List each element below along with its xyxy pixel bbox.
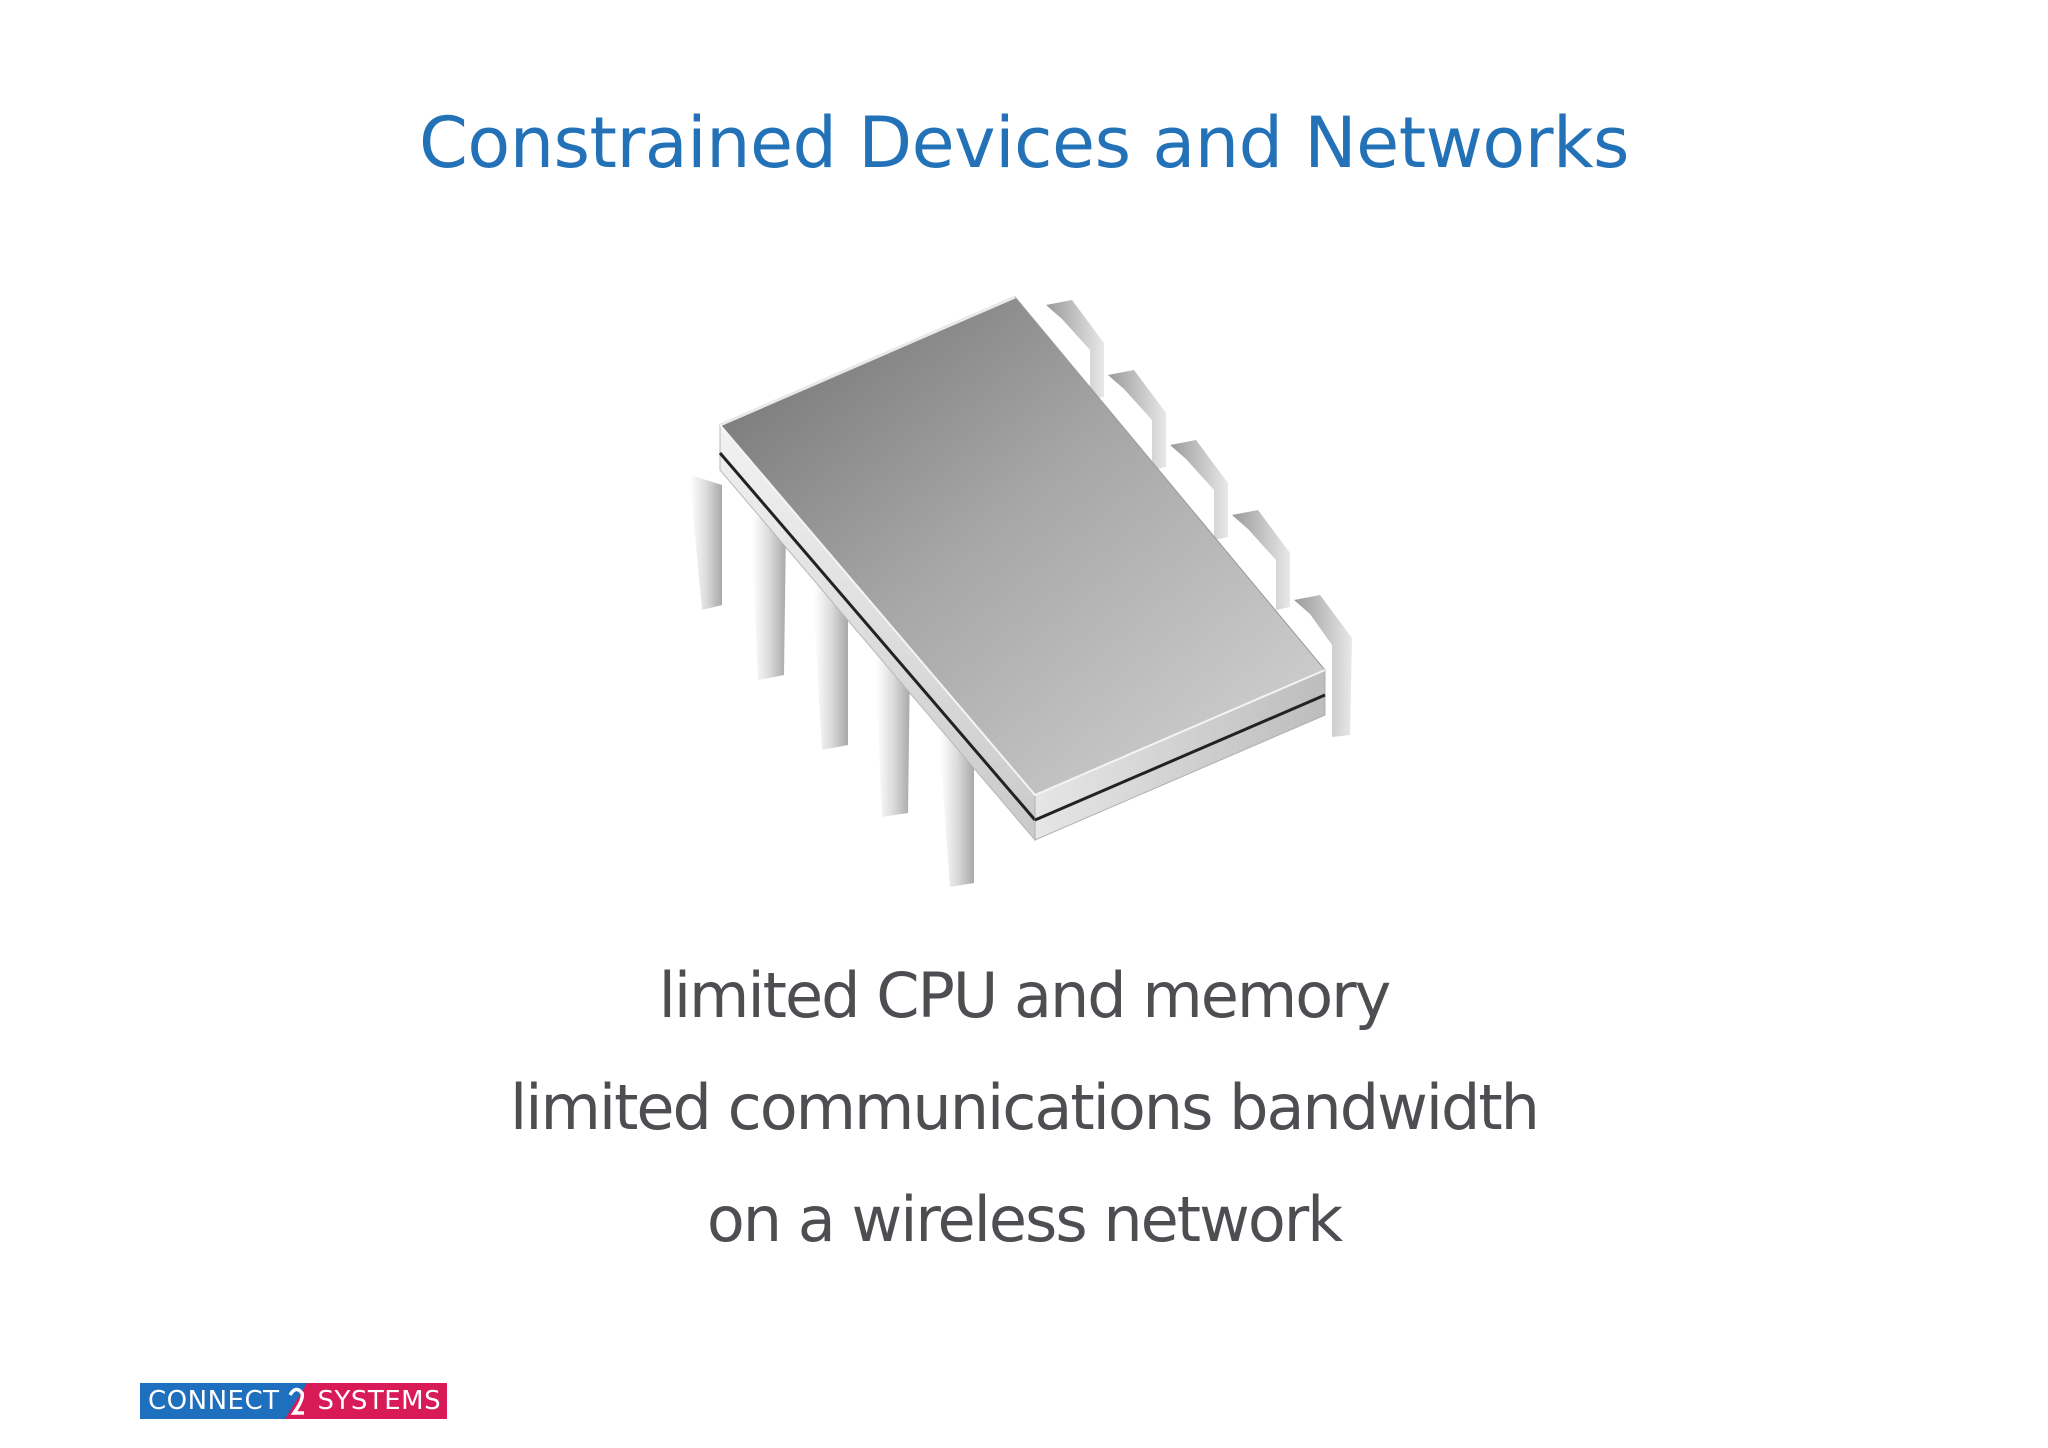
chip-icon [660,285,1380,905]
logo-two-glyph [285,1383,308,1419]
bullet-list: limited CPU and memory limited communica… [0,940,2048,1276]
bullet-line: limited CPU and memory [658,959,1392,1032]
connect2systems-logo: CONNECT SYSTEMS [140,1383,448,1419]
chip-pins-back [1046,300,1352,737]
bullet-line: limited communications bandwidth [510,1071,1540,1144]
slide-title: Constrained Devices and Networks [418,102,1630,184]
chip-pins-front [690,475,974,887]
logo-left-text: CONNECT [140,1383,286,1419]
logo-right-text: SYSTEMS [307,1383,448,1419]
bullet-line: on a wireless network [706,1183,1343,1256]
